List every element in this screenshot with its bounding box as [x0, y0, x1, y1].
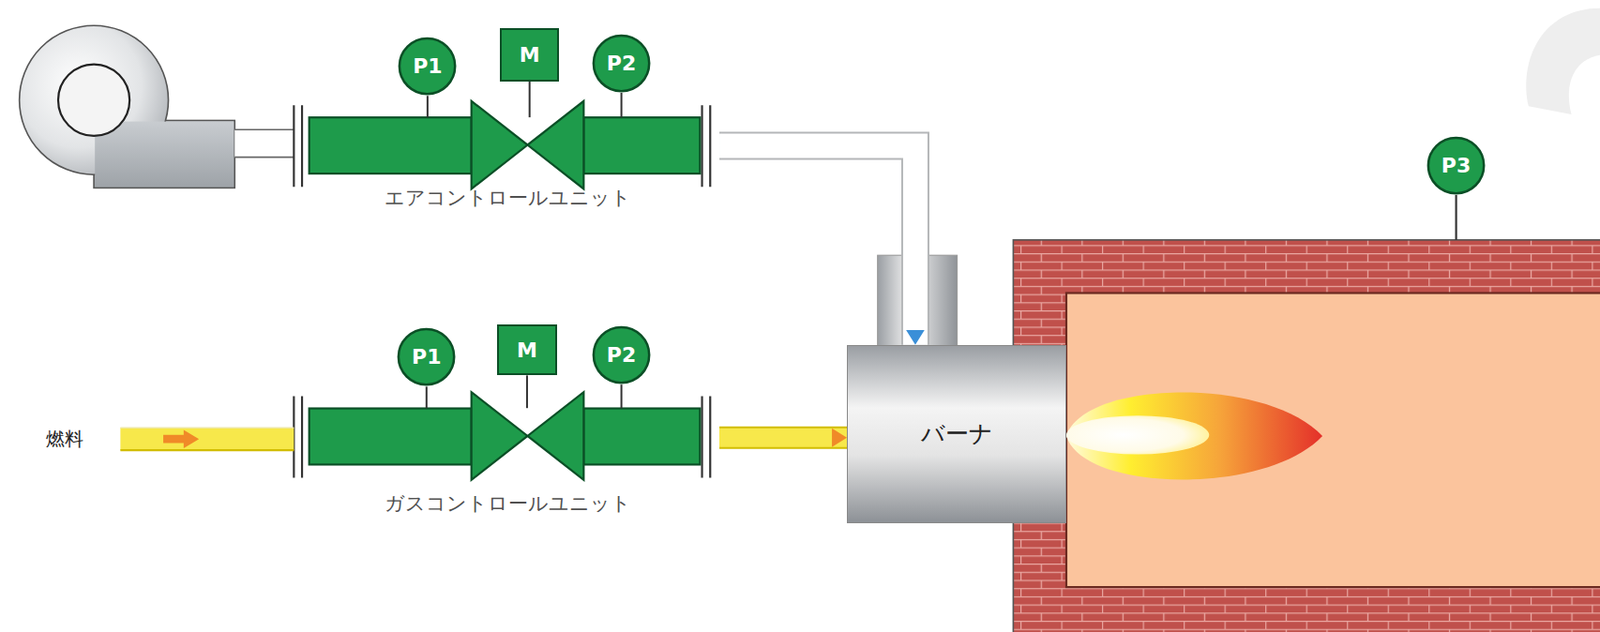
unit-name: エアコントロールユニット: [384, 184, 632, 212]
connector-path: [620, 384, 623, 408]
gas-control-unit-body: [293, 392, 710, 481]
gauge-stem: [526, 375, 528, 408]
instrument-tag: P1: [412, 54, 442, 78]
air-control-unit-body: [293, 101, 710, 190]
control-unit: エアコントロールユニット: [296, 117, 721, 217]
connector-path: [426, 95, 429, 118]
instrument-tag: P2: [606, 343, 636, 367]
flame: [1066, 392, 1323, 480]
pressure-gauge: P2: [591, 325, 651, 385]
gauge-stem: [528, 81, 530, 118]
gauge-stem: [620, 384, 622, 408]
burner-box: バーナ: [846, 345, 1067, 524]
connector-path: [719, 426, 847, 450]
pressure-gauge: P1: [397, 36, 457, 96]
burner-label: バーナ: [920, 418, 994, 450]
pressure-gauge: P2: [591, 33, 651, 93]
motor-actuator: M: [497, 324, 558, 376]
instrument-tag: P1: [411, 345, 441, 369]
instrument-tag: P2: [606, 51, 636, 76]
instrument-tag: P3: [1441, 153, 1471, 178]
connector-path: [526, 375, 529, 408]
instrument-tag: M: [516, 338, 538, 363]
gauge-stem: [620, 92, 622, 118]
fuel-inlet-pipe: [120, 427, 294, 451]
gauge-stem: [426, 95, 428, 118]
pressure-gauge: P1: [396, 327, 456, 387]
blower-fan: [19, 25, 295, 188]
connector-path: [719, 146, 916, 346]
pressure-gauge: P3: [1426, 135, 1486, 196]
gauge-stem: [425, 386, 427, 408]
connector-path: [528, 81, 531, 118]
motor-actuator: M: [499, 28, 559, 82]
connector-path: [719, 146, 916, 346]
air-duct: [719, 146, 916, 346]
fuel-label: 燃料: [45, 426, 84, 453]
connector-path: [719, 437, 847, 438]
connector-path: [425, 386, 428, 408]
fuel-pipe: [719, 437, 847, 438]
unit-name: ガスコントロールユニット: [384, 490, 632, 517]
control-unit: ガスコントロールユニット: [296, 407, 721, 523]
connector-path: [719, 428, 847, 448]
connector-path: [719, 146, 916, 346]
connector-path: [620, 92, 623, 118]
instrument-tag: M: [519, 43, 541, 67]
watermark-shape: [1525, 8, 1600, 115]
furnace: [1012, 195, 1600, 632]
